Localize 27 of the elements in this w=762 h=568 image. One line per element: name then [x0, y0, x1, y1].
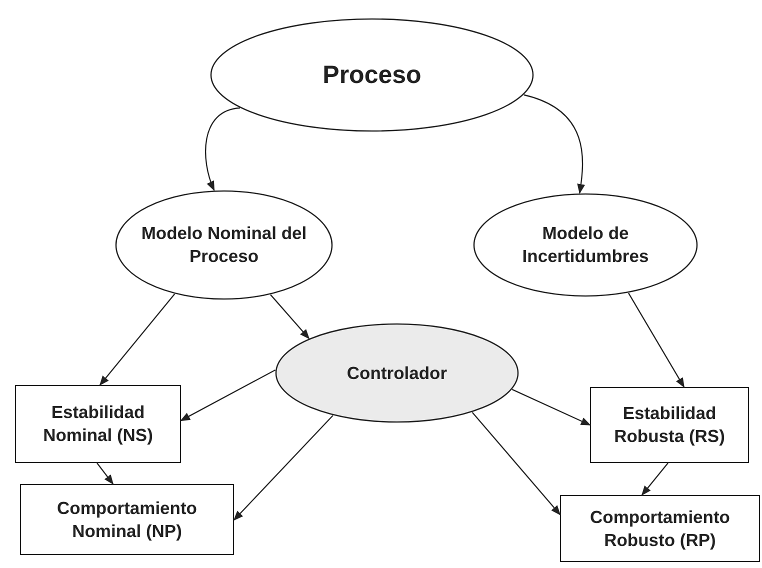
node-label: Estabilidad Nominal (NS)	[42, 401, 154, 447]
node-label: Proceso	[322, 60, 422, 91]
arrow	[472, 412, 561, 516]
arrow	[512, 388, 591, 426]
arrow	[96, 462, 114, 485]
node-label: Modelo de Incertidumbres	[521, 222, 650, 268]
node-label: Controlador	[346, 362, 448, 384]
node-label: Comportamiento Nominal (NP)	[56, 496, 198, 542]
ellipse-node	[115, 190, 333, 300]
ellipse-node	[275, 323, 519, 423]
arrow	[524, 94, 585, 194]
node-label: Estabilidad Robusta (RS)	[613, 402, 726, 448]
node-label: Comportamiento Robusto (RP)	[589, 506, 731, 552]
arrow	[205, 107, 240, 192]
arrow	[233, 415, 334, 521]
process-box	[590, 387, 749, 463]
arrow	[180, 369, 276, 422]
node-label: Modelo Nominal del Proceso	[140, 222, 308, 268]
arrow	[641, 462, 668, 496]
process-box	[15, 385, 181, 463]
arrow	[99, 294, 176, 386]
process-box	[560, 495, 760, 562]
ellipse-node	[210, 18, 534, 132]
arrow	[628, 292, 685, 388]
arrow	[270, 294, 310, 340]
ellipse-node	[473, 193, 698, 297]
process-box	[20, 484, 234, 555]
